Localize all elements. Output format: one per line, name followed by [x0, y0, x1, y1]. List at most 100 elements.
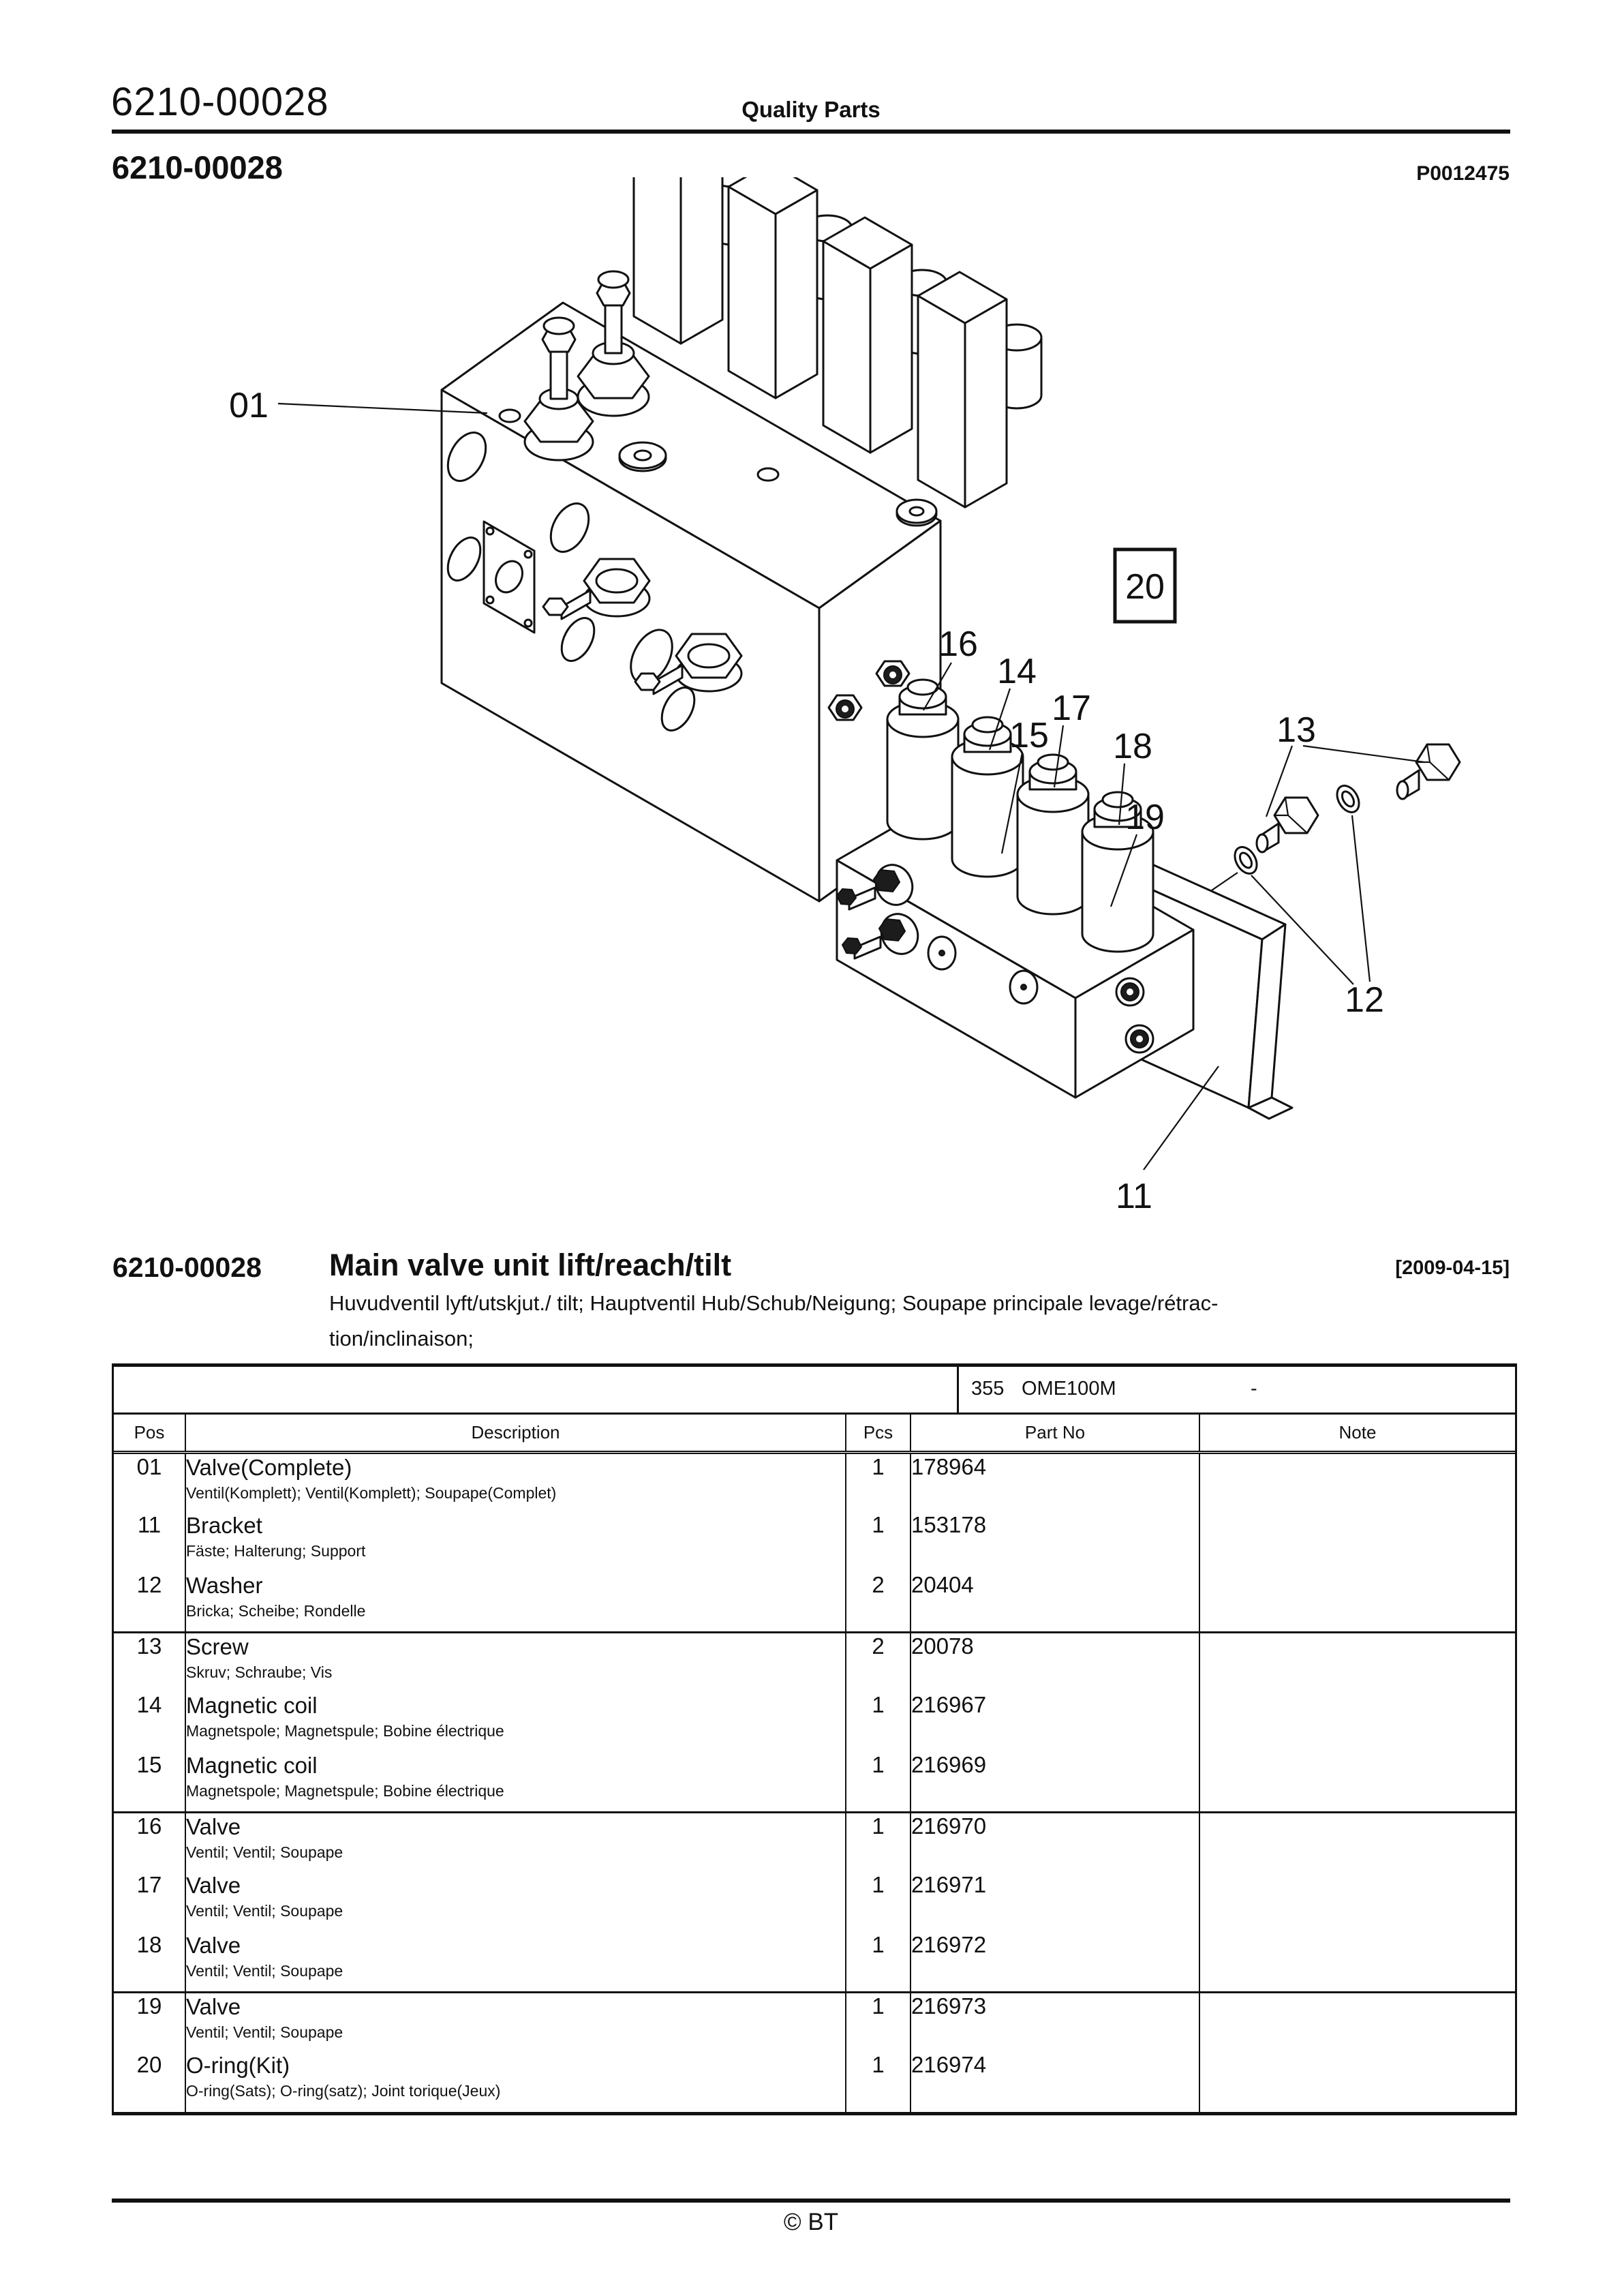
note-cell [1199, 1811, 1515, 1872]
description-cell: Bracket Fäste; Halterung; Support [185, 1512, 846, 1572]
callout-20: 20 [1125, 567, 1165, 607]
note-cell [1199, 2052, 1515, 2112]
doc-number-header: 6210-00028 [111, 80, 329, 124]
parts-table: 355 OME100M - Pos Description Pcs Part N… [112, 1363, 1517, 2115]
table-row: 18 Valve Ventil; Ventil; Soupape 1 21697… [114, 1932, 1515, 1992]
callout-18: 18 [1113, 727, 1152, 766]
doc-number-subheader: 6210-00028 [112, 149, 283, 185]
description-main: Valve [186, 1813, 241, 1839]
pos-cell: 17 [136, 1872, 162, 1897]
description-cell: Valve Ventil; Ventil; Soupape [185, 1991, 846, 2052]
description-main: Valve [186, 1933, 241, 1958]
table-row: 19 Valve Ventil; Ventil; Soupape 1 21697… [114, 1991, 1515, 2052]
model-band: 355 OME100M - [114, 1367, 1515, 1415]
description-cell: Valve Ventil; Ventil; Soupape [185, 1811, 846, 1872]
callout-labels: 01 16 14 17 15 18 19 13 12 11 20 [229, 386, 1384, 1216]
pos-cell: 18 [136, 1932, 162, 1957]
table-row: 11 Bracket Fäste; Halterung; Support 1 1… [114, 1512, 1515, 1572]
model-band-divider [957, 1367, 959, 1413]
part-no-cell: 20404 [910, 1572, 1199, 1632]
part-no-cell: 216969 [910, 1752, 1199, 1812]
table-row: 13 Screw Skruv; Schraube; Vis 2 20078 [114, 1631, 1515, 1692]
block-ports [927, 935, 1154, 1054]
description-sub: Ventil; Ventil; Soupape [186, 1962, 343, 1980]
table-row: 01 Valve(Complete) Ventil(Komplett); Ven… [114, 1452, 1515, 1512]
image-reference: P0012475 [1416, 162, 1510, 185]
note-cell [1199, 1932, 1515, 1992]
pcs-cell: 1 [845, 1811, 911, 1872]
valve-cartridges [886, 678, 1154, 953]
callout-01: 01 [229, 386, 269, 425]
description-sub: Bricka; Scheibe; Rondelle [186, 1602, 366, 1620]
pos-cell: 13 [114, 1631, 185, 1692]
description-sub: Skruv; Schraube; Vis [186, 1663, 333, 1681]
block-left-fittings [836, 864, 919, 960]
description-cell: O-ring(Kit) O-ring(Sats); O-ring(satz); … [185, 2052, 846, 2112]
description-sub: Ventil(Komplett); Ventil(Komplett); Soup… [186, 1483, 557, 1502]
note-cell [1199, 1991, 1515, 2052]
part-no-cell: 216970 [910, 1811, 1199, 1872]
note-cell [1199, 1452, 1515, 1512]
table-row: 16 Valve Ventil; Ventil; Soupape 1 21697… [114, 1811, 1515, 1872]
pcs-cell: 1 [845, 1752, 911, 1812]
part-no-cell: 216967 [910, 1692, 1199, 1752]
part-no-cell: 216972 [910, 1932, 1199, 1992]
header-rule [112, 130, 1510, 134]
description-cell: Magnetic coil Magnetspole; Magnetspule; … [185, 1692, 846, 1752]
callout-14: 14 [997, 652, 1037, 691]
description-cell: Valve Ventil; Ventil; Soupape [185, 1932, 846, 1992]
description-cell: Valve(Complete) Ventil(Komplett); Ventil… [185, 1452, 846, 1512]
description-sub: Magnetspole; Magnetspule; Bobine électri… [186, 1782, 504, 1800]
description-sub: Ventil; Ventil; Soupape [186, 2023, 343, 2041]
pos-cell: 11 [137, 1512, 162, 1537]
description-main: Valve [186, 1993, 241, 2019]
note-cell [1199, 1572, 1515, 1632]
part-no-cell: 153178 [910, 1512, 1199, 1572]
description-main: Washer [186, 1573, 263, 1598]
model-name: OME100M [1022, 1378, 1116, 1400]
table-header-row: Pos Description Pcs Part No Note [114, 1415, 1515, 1454]
description-main: Bracket [186, 1513, 262, 1538]
description-sub: Ventil; Ventil; Soupape [186, 1843, 343, 1861]
table-row: 15 Magnetic coil Magnetspole; Magnetspul… [114, 1752, 1515, 1812]
pcs-cell: 1 [845, 1452, 911, 1512]
part-no-cell: 216973 [910, 1991, 1199, 2052]
screw-washer-set [1211, 743, 1461, 891]
callout-15: 15 [1009, 716, 1049, 755]
callout-20-box [1113, 547, 1177, 624]
pcs-cell: 2 [845, 1631, 911, 1692]
col-header-note: Note [1199, 1415, 1515, 1454]
model-dash: - [1251, 1378, 1257, 1400]
description-main: Screw [186, 1633, 249, 1659]
section-number: 6210-00028 [112, 1252, 262, 1283]
pos-cell: 15 [136, 1752, 162, 1777]
quality-parts-label: Quality Parts [741, 97, 881, 122]
leader-lines [277, 402, 1425, 1170]
callout-11: 11 [1116, 1177, 1152, 1216]
pos-cell: 20 [136, 2052, 162, 2077]
description-main: Magnetic coil [186, 1753, 318, 1778]
description-main: Valve [186, 1873, 241, 1898]
pcs-cell: 1 [845, 1692, 911, 1752]
description-sub: Fäste; Halterung; Support [186, 1542, 366, 1560]
callout-13: 13 [1276, 710, 1316, 750]
part-no-cell: 216971 [910, 1872, 1199, 1932]
note-cell [1199, 1872, 1515, 1932]
description-sub: Ventil; Ventil; Soupape [186, 1902, 343, 1920]
pcs-cell: 1 [845, 1991, 911, 2052]
section-date: [2009-04-15] [1395, 1257, 1510, 1279]
part-no-cell: 216974 [910, 2052, 1199, 2112]
description-sub: Magnetspole; Magnetspule; Bobine électri… [186, 1722, 504, 1740]
copyright: © BT [783, 2209, 839, 2235]
table-row: 12 Washer Bricka; Scheibe; Rondelle 2 20… [114, 1572, 1515, 1632]
part-no-cell: 20078 [910, 1631, 1199, 1692]
table-row: 14 Magnetic coil Magnetspole; Magnetspul… [114, 1692, 1515, 1752]
description-cell: Washer Bricka; Scheibe; Rondelle [185, 1572, 846, 1632]
callout-12: 12 [1345, 980, 1384, 1020]
description-cell: Valve Ventil; Ventil; Soupape [185, 1872, 846, 1932]
note-cell [1199, 1631, 1515, 1692]
pos-cell: 16 [114, 1811, 185, 1872]
callout-17: 17 [1052, 689, 1091, 728]
flange-plate [483, 520, 536, 634]
